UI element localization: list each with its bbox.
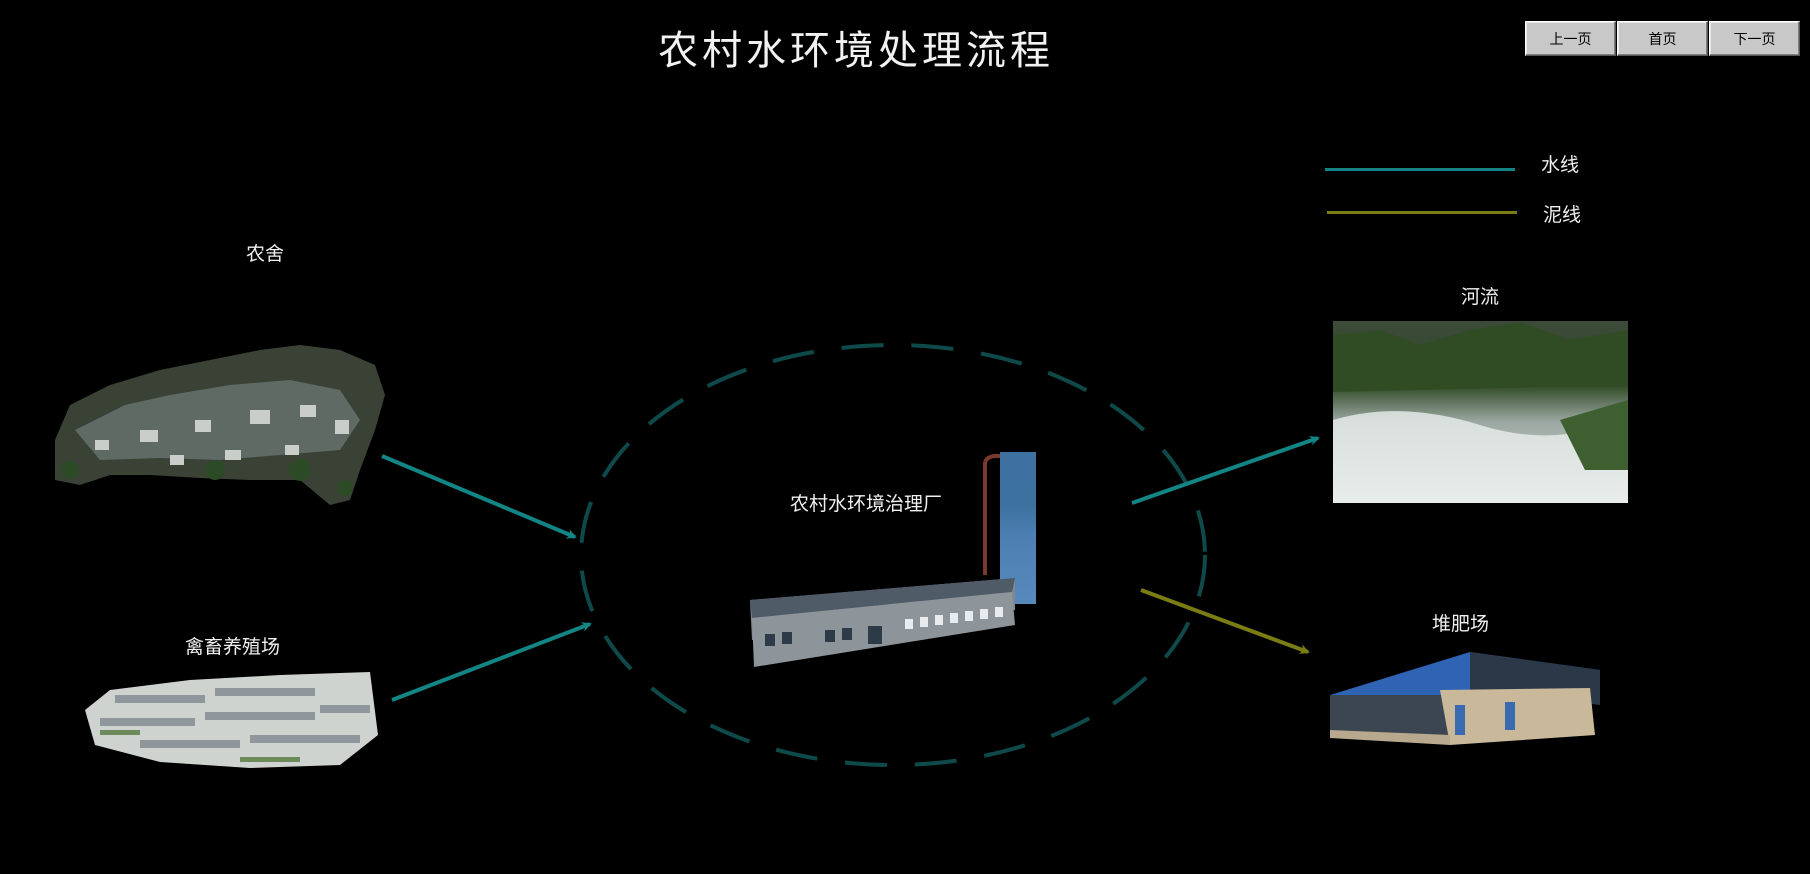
prev-page-button[interactable]: 上一页: [1525, 21, 1616, 56]
farmhouse-village-image: [55, 345, 385, 505]
livestock-label: 禽畜养殖场: [185, 636, 281, 658]
river-label: 河流: [1461, 286, 1500, 308]
next-page-button[interactable]: 下一页: [1709, 21, 1800, 56]
compost-shed-image: [1330, 652, 1600, 745]
plant-to-river-arrow: [1131, 435, 1320, 505]
treatment-plant-image: [750, 452, 1036, 667]
plant-label: 农村水环境治理厂: [790, 493, 943, 515]
legend-water-line-swatch: [1325, 168, 1515, 171]
page-title: 农村水环境处理流程: [658, 28, 1054, 74]
plant-boundary-ellipse: [579, 343, 1207, 767]
home-button[interactable]: 首页: [1617, 21, 1708, 56]
compost-label: 堆肥场: [1432, 613, 1490, 635]
river-image: [1333, 321, 1628, 503]
farmhouse-to-plant-arrow: [381, 454, 577, 539]
nav-bar: 上一页 首页 下一页: [1525, 21, 1801, 56]
legend-sludge-line-swatch: [1327, 211, 1517, 214]
farmhouse-label: 农舍: [246, 243, 285, 265]
legend-sludge-label: 泥线: [1543, 204, 1582, 226]
plant-to-compost-arrow: [1140, 588, 1310, 654]
legend-water-label: 水线: [1541, 154, 1580, 176]
livestock-to-plant-arrow: [391, 622, 592, 702]
livestock-farm-image: [85, 672, 378, 768]
